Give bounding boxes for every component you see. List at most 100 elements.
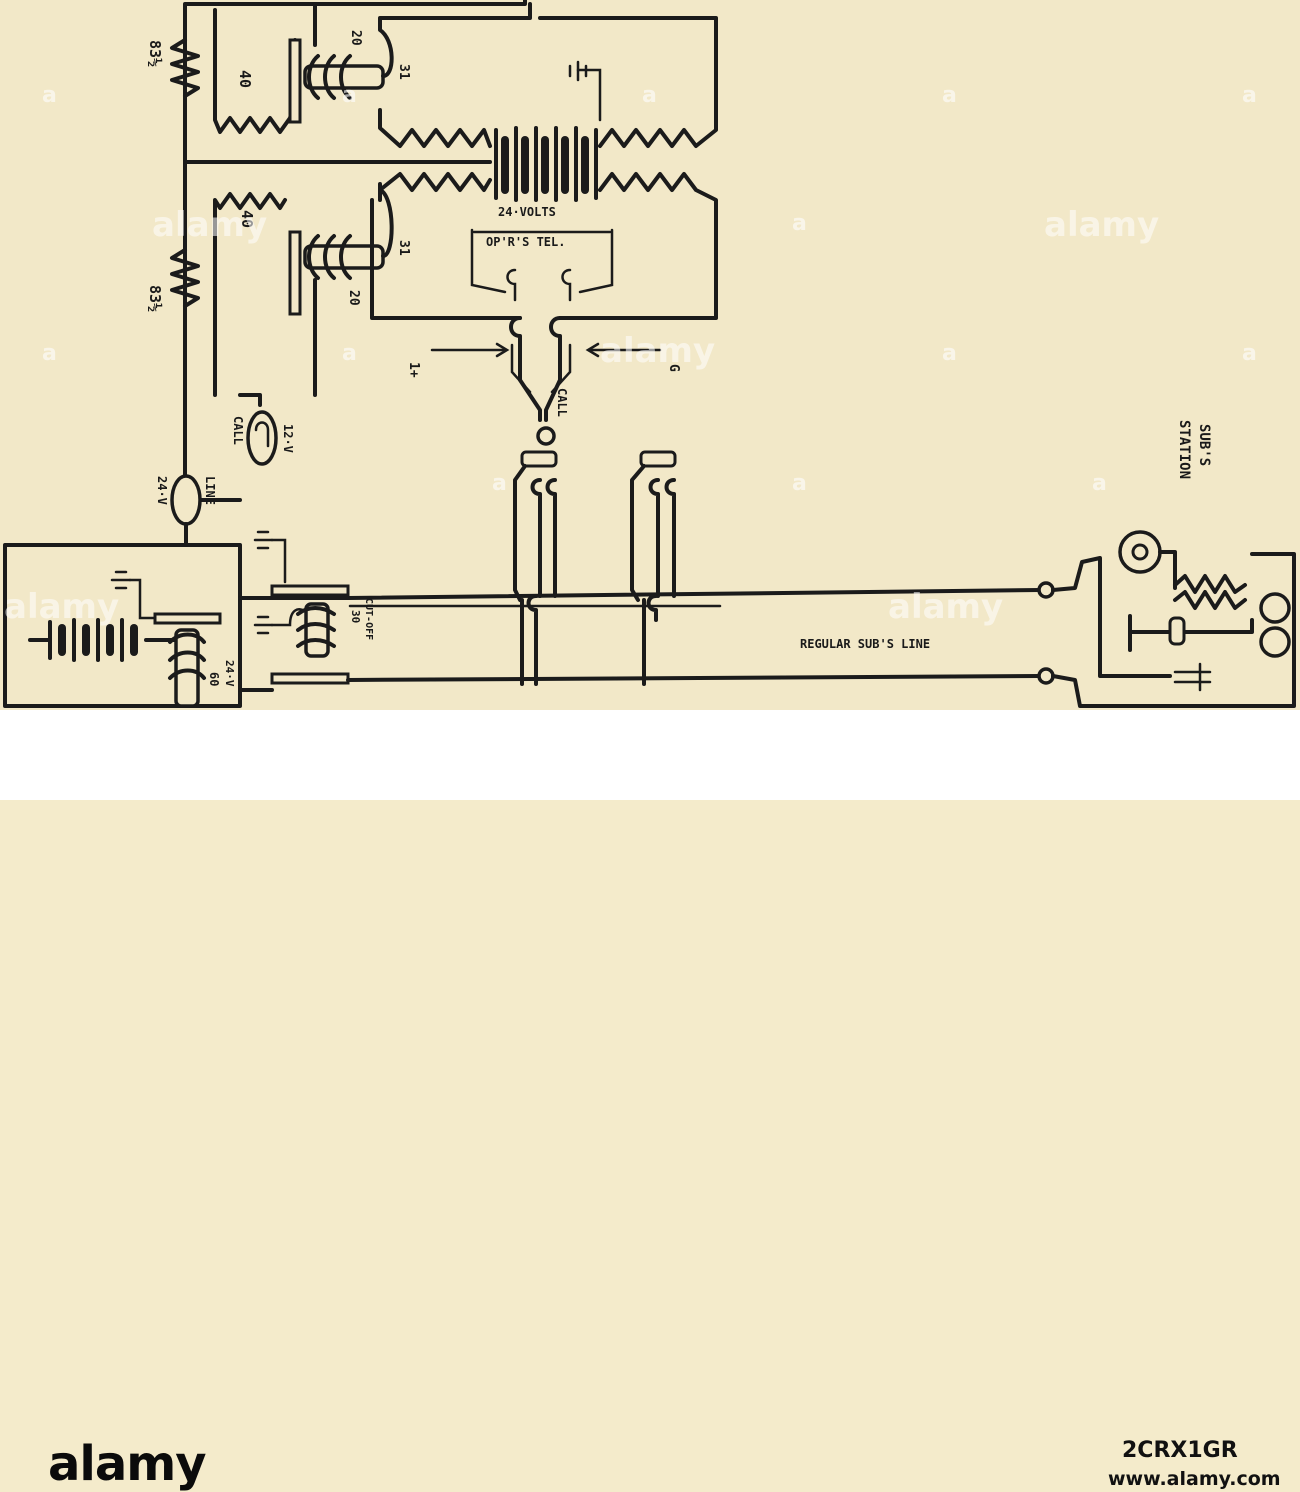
watermark-mark: a bbox=[642, 83, 657, 108]
label-cutoff: CUT-OFF bbox=[363, 598, 374, 640]
call-key-spring-left bbox=[509, 316, 542, 422]
watermark-mark: a bbox=[492, 471, 507, 496]
ground-symbol-cutoff-top bbox=[253, 530, 287, 584]
label-sub-line: REGULAR SUB'S LINE bbox=[800, 637, 930, 651]
watermark-mark: a bbox=[42, 83, 57, 108]
relay-top-windings bbox=[307, 54, 352, 100]
label-coil-top-40: 40 bbox=[236, 70, 254, 88]
label-cutoff-ohms: 30 bbox=[349, 610, 362, 623]
label-relay-bottom-31: 31 bbox=[396, 240, 411, 256]
substation-wire-bottom bbox=[1051, 552, 1296, 708]
ringer-coil-2 bbox=[1259, 626, 1291, 658]
substation-wire-top bbox=[1051, 556, 1172, 678]
line-relay-coil bbox=[174, 628, 200, 708]
watermark-brand: alamy bbox=[152, 205, 267, 245]
line-lamp bbox=[170, 474, 202, 526]
call-lamp bbox=[246, 410, 278, 466]
stock-footer: alamy 2CRX1GR www.alamy.com bbox=[0, 710, 1300, 1492]
label-res-top-left: 83½ bbox=[146, 40, 164, 67]
cutoff-ground-wire bbox=[270, 608, 308, 627]
line-wire-top bbox=[238, 588, 1042, 600]
ground-symbol-cutoff bbox=[253, 615, 274, 635]
call-key-plug bbox=[536, 426, 556, 446]
jack-1 bbox=[513, 450, 558, 686]
jack-2 bbox=[630, 450, 677, 686]
label-call-lamp-volts: 12·V bbox=[281, 424, 295, 453]
top-wire bbox=[218, 0, 527, 6]
line-terminal-top bbox=[1037, 581, 1055, 599]
receiver bbox=[1128, 614, 1254, 652]
induction-coil-lower bbox=[1173, 590, 1247, 610]
cutoff-armature-bottom bbox=[270, 672, 350, 685]
series-coil-lower-left bbox=[378, 172, 492, 202]
induction-coil-upper bbox=[1173, 574, 1247, 594]
lower-cord-wire bbox=[370, 198, 522, 320]
receiver-body bbox=[1168, 616, 1186, 646]
label-jack-left: 1+ bbox=[406, 362, 421, 378]
label-battery-main: 24·VOLTS bbox=[498, 205, 556, 219]
watermark-mark: a bbox=[42, 341, 57, 366]
line-wire-bottom bbox=[238, 674, 1042, 692]
cutoff-relay-coil bbox=[304, 602, 330, 658]
watermark-mark: a bbox=[1242, 341, 1257, 366]
footer-brand-logo: alamy bbox=[48, 1436, 207, 1492]
relay-top-loop bbox=[378, 2, 532, 78]
line-relay-windings bbox=[168, 632, 206, 680]
call-lamp-wire bbox=[238, 393, 262, 407]
op-tel-lead-right bbox=[578, 228, 614, 294]
series-coil-upper-left bbox=[378, 108, 492, 148]
watermark-brand: alamy bbox=[1044, 205, 1159, 245]
op-tel-jack-left bbox=[506, 268, 517, 302]
call-key-spring-right bbox=[544, 316, 562, 422]
arrowhead-left bbox=[495, 342, 510, 358]
label-sub-station-1: SUB'S bbox=[1196, 424, 1212, 466]
op-tel-lead-left bbox=[470, 228, 507, 294]
op-tel-jack-right bbox=[561, 268, 572, 302]
watermark-mark: a bbox=[342, 341, 357, 366]
relay-bottom-windings bbox=[307, 234, 352, 280]
ringer-coil-1 bbox=[1259, 592, 1291, 624]
hook-switch bbox=[1173, 662, 1212, 692]
label-line-lamp: LINE bbox=[203, 476, 217, 505]
armature-bottom bbox=[288, 230, 302, 316]
circuit-diagram-svg: 83½ 83½ 40 40 20 20 31 31 24·VOLTS OP'R'… bbox=[3, 0, 1296, 708]
armature-top bbox=[288, 38, 302, 124]
label-relay-bottom-20: 20 bbox=[346, 290, 361, 306]
label-relay-top-31: 31 bbox=[396, 64, 411, 80]
bell-wire bbox=[1158, 550, 1177, 590]
call-key-contact-left bbox=[510, 343, 532, 394]
label-coil-bottom-40: 40 bbox=[238, 210, 256, 228]
call-lamp-filament bbox=[254, 421, 270, 448]
label-relay-top-20: 20 bbox=[348, 30, 363, 46]
ground-symbol-top bbox=[568, 60, 602, 122]
battery-24v bbox=[494, 126, 598, 202]
coil-40-bottom bbox=[213, 192, 287, 397]
resistor-top-left bbox=[170, 38, 200, 98]
call-key-contact-right bbox=[550, 343, 572, 394]
battery-24v-lower bbox=[28, 618, 178, 662]
circuit-diagram: 83½ 83½ 40 40 20 20 31 31 24·VOLTS OP'R'… bbox=[0, 0, 1300, 710]
watermark-mark: a bbox=[792, 211, 807, 236]
label-lower-battery: 24·V bbox=[223, 660, 236, 687]
label-res-bottom-left: 83½ bbox=[146, 285, 164, 312]
label-line-lamp-volts: 24·V bbox=[155, 476, 169, 505]
coil-40-top bbox=[213, 8, 297, 134]
cutoff-relay-windings bbox=[296, 606, 336, 648]
ground-symbol-lower-left bbox=[110, 570, 157, 620]
footer-site-link[interactable]: www.alamy.com bbox=[1108, 1468, 1281, 1490]
label-call-lamp: CALL bbox=[231, 416, 245, 445]
label-call-key: CALL bbox=[555, 388, 569, 417]
line-relay-armature bbox=[153, 612, 222, 625]
label-operator-tel: OP'R'S TEL. bbox=[486, 235, 565, 249]
cutoff-armature-top bbox=[270, 584, 350, 597]
arrowhead-right bbox=[585, 342, 600, 358]
bell-center bbox=[1131, 543, 1149, 561]
watermark-mark: a bbox=[792, 471, 807, 496]
series-coil-lower-right bbox=[558, 172, 718, 320]
line-relay-box bbox=[3, 543, 242, 708]
watermark-mark: a bbox=[1242, 83, 1257, 108]
watermark-mark: a bbox=[942, 341, 957, 366]
watermark-mark: a bbox=[1092, 471, 1107, 496]
label-lower-relay: 60 bbox=[207, 672, 221, 686]
